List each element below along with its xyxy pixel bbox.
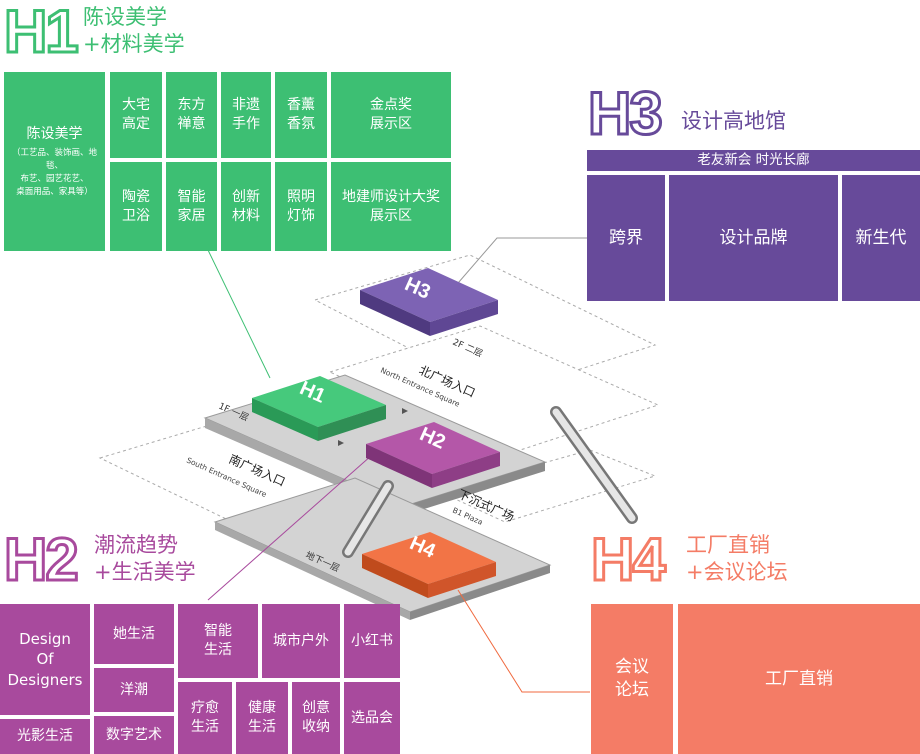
- h2-cell-creative-storage: 创意 收纳: [292, 682, 340, 754]
- h2-code: H2: [3, 526, 81, 593]
- h1-cell-mansion: 大宅 高定: [110, 72, 162, 158]
- h3-leader-line: [451, 237, 587, 291]
- h3-cell-new-gen: 新生代: [842, 175, 920, 301]
- h2-cell-healing-life: 疗愈 生活: [178, 682, 232, 754]
- cell-label: 创意 收纳: [302, 700, 330, 735]
- cell-label: 创新 材料: [232, 188, 260, 224]
- h1-cell-oriental: 东方 禅意: [166, 72, 217, 158]
- h2-cell-health-life: 健康 生活: [236, 682, 288, 754]
- h2-cell-yang-chao: 洋潮: [94, 668, 174, 712]
- cell-label: 会议 论坛: [615, 657, 649, 700]
- cell-label: 东方 禅意: [177, 97, 206, 132]
- cell-label: 城市户外: [273, 632, 329, 649]
- h4-zone-name: 工厂直销 +会议论坛: [686, 533, 788, 585]
- h2-cell-selection-fair: 选品会: [344, 682, 400, 754]
- cell-label: 智能 家居: [177, 188, 206, 224]
- h3-code: H3: [587, 80, 665, 147]
- cell-label: 老友新会 时光长廊: [697, 152, 810, 169]
- h1-cell-fragrance: 香薰 香氛: [275, 72, 327, 158]
- h1-cell-golden-pin: 金点奖 展示区: [331, 72, 451, 158]
- h4-leader-line: [457, 589, 590, 693]
- cell-label: 她生活: [113, 625, 155, 642]
- h1-zone-name: 陈设美学 +材料美学: [83, 5, 185, 57]
- h1-leader-line: [207, 249, 271, 379]
- cell-label: 智能 生活: [204, 623, 232, 658]
- h2-cell-her-life: 她生活: [94, 604, 174, 664]
- cell-label: 洋潮: [120, 681, 148, 698]
- h1-main-cell: 陈设美学 （工艺品、装饰画、地毯、 布艺、园艺花艺、 桌面用品、家具等）: [4, 72, 105, 251]
- cell-label: Design Of Designers: [7, 630, 83, 689]
- h3-cell-design-brand: 设计品牌: [669, 175, 838, 301]
- h2-cell-digital-art: 数字艺术: [94, 716, 174, 754]
- h1-cell-materials: 创新 材料: [221, 162, 271, 251]
- h2-leader-line: [207, 454, 373, 601]
- cell-label: 照明 灯饰: [287, 188, 315, 224]
- cell-label: 新生代: [855, 227, 907, 248]
- cell-label: 非遗 手作: [232, 97, 260, 132]
- h2-cell-design-of-designers: Design Of Designers: [0, 604, 90, 715]
- cell-label: 光影生活: [17, 728, 73, 745]
- cell-label: 设计品牌: [719, 227, 788, 248]
- cell-label: 大宅 高定: [122, 97, 150, 132]
- cell-label: 跨界: [609, 227, 643, 248]
- h1-cell-lighting: 照明 灯饰: [275, 162, 327, 251]
- cell-label: 香薰 香氛: [287, 97, 315, 132]
- h1-cell-ceramics: 陶瓷 卫浴: [110, 162, 162, 251]
- cell-label: 数字艺术: [106, 726, 162, 743]
- cell-label: 金点奖 展示区: [370, 97, 412, 132]
- h1-main-label: 陈设美学: [26, 125, 83, 142]
- h1-cell-smart-home: 智能 家居: [166, 162, 217, 251]
- h3-cell-crossover: 跨界: [587, 175, 665, 301]
- cell-label: 地建师设计大奖 展示区: [342, 188, 440, 224]
- h1-main-sub: （工艺品、装饰画、地毯、 布艺、园艺花艺、 桌面用品、家具等）: [11, 148, 97, 197]
- h1-code: H1: [3, 0, 81, 65]
- cell-label: 工厂直销: [765, 668, 833, 689]
- cell-label: 陶瓷 卫浴: [122, 188, 150, 224]
- h2-cell-city-outdoor: 城市户外: [262, 604, 340, 678]
- h2-zone-name: 潮流趋势 +生活美学: [94, 533, 196, 585]
- h4-cell-factory-direct: 工厂直销: [678, 604, 920, 754]
- h4-cell-forum: 会议 论坛: [591, 604, 673, 754]
- cell-label: 健康 生活: [248, 700, 276, 735]
- cell-label: 选品会: [351, 709, 393, 726]
- h2-cell-smart-life: 智能 生活: [178, 604, 258, 678]
- h2-cell-xiaohongshu: 小红书: [344, 604, 400, 678]
- h3-zone-name: 设计高地馆: [681, 109, 786, 133]
- h2-cell-light-life: 光影生活: [0, 719, 90, 754]
- h4-code: H4: [590, 526, 668, 593]
- cell-label: 疗愈 生活: [191, 700, 219, 735]
- cell-label: 小红书: [351, 632, 393, 649]
- h1-cell-award: 地建师设计大奖 展示区: [331, 162, 451, 251]
- h1-cell-heritage: 非遗 手作: [221, 72, 271, 158]
- h3-banner: 老友新会 时光长廊: [587, 150, 920, 171]
